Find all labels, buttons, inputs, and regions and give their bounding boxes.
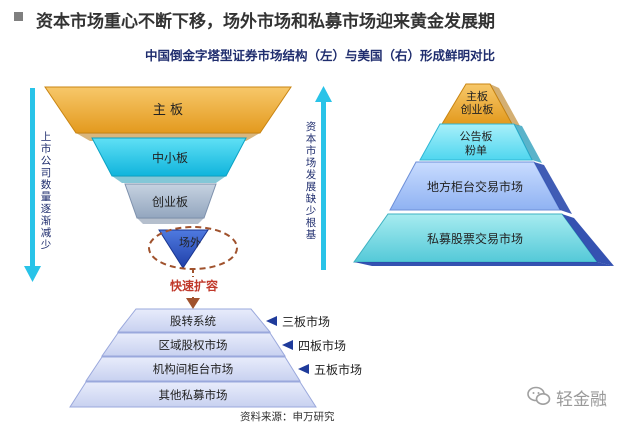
otc-board-label: 五板市场 xyxy=(314,362,362,377)
china-level-label: 主 板 xyxy=(153,103,183,118)
slide-title: 资本市场重心不断下移，场外市场和私募市场迎来黄金发展期 xyxy=(36,12,495,32)
otc-pointer-arrow xyxy=(282,340,293,350)
otc-level-label: 机构间柜台市场 xyxy=(153,362,234,376)
china-level-otc xyxy=(158,229,209,269)
china-level-label: 场外 xyxy=(179,235,201,249)
otc-level-label: 其他私募市场 xyxy=(159,388,228,402)
usa-level-label: 公告板粉单 xyxy=(460,129,493,157)
header-bullet xyxy=(14,12,23,21)
china-level-label: 中小板 xyxy=(152,150,188,165)
rapid-expansion-label: 快速扩容 xyxy=(170,278,218,293)
diagram-subtitle: 中国倒金字塔型证券市场结构（左）与美国（右）形成鲜明对比 xyxy=(144,48,495,63)
lacking-foundation-note: 资本市场发展缺少根基 xyxy=(306,121,317,241)
otc-level-regional xyxy=(101,332,286,357)
otc-board-label: 四板市场 xyxy=(298,338,346,353)
lacking-foundation-arrow: 资本市场发展缺少根基 xyxy=(306,86,332,270)
companies-decreasing-arrow: 上市公司数量逐渐减少 xyxy=(24,88,52,282)
otc-pointer-arrow xyxy=(266,316,277,326)
usa-level-label: 私募股票交易市场 xyxy=(427,231,523,246)
otc-level-neeq xyxy=(116,308,272,333)
companies-decreasing-note: 上市公司数量逐渐减少 xyxy=(41,131,52,251)
otc-level-private xyxy=(69,381,317,408)
otc-level-interinstitution xyxy=(85,356,301,382)
otc-board-label: 三板市场 xyxy=(282,314,330,329)
otc-level-label: 股转系统 xyxy=(170,314,216,328)
usa-pyramid: 主板创业板 公告板粉单 地方柜台交易市场 私募股票交易市场 xyxy=(353,83,614,266)
source-note: 资料来源：申万研究 xyxy=(240,411,335,423)
otc-pointer-arrow xyxy=(298,364,309,374)
otc-pyramid: 股转系统 区域股权市场 机构间柜台市场 其他私募市场 三板市场 四板市场 五板市… xyxy=(69,308,362,408)
brand-name: 轻金融 xyxy=(556,390,607,410)
china-inverted-pyramid: 主 板 中小板 创业板 场外 xyxy=(44,86,292,270)
wechat-icon xyxy=(527,386,551,405)
china-level-label: 创业板 xyxy=(152,195,188,209)
usa-level-label: 地方柜台交易市场 xyxy=(427,179,523,194)
usa-level-label: 主板创业板 xyxy=(461,89,494,116)
slide-header: 资本市场重心不断下移，场外市场和私募市场迎来黄金发展期 xyxy=(0,0,640,38)
otc-level-label: 区域股权市场 xyxy=(159,338,228,352)
rapid-expansion: 快速扩容 xyxy=(160,269,228,309)
